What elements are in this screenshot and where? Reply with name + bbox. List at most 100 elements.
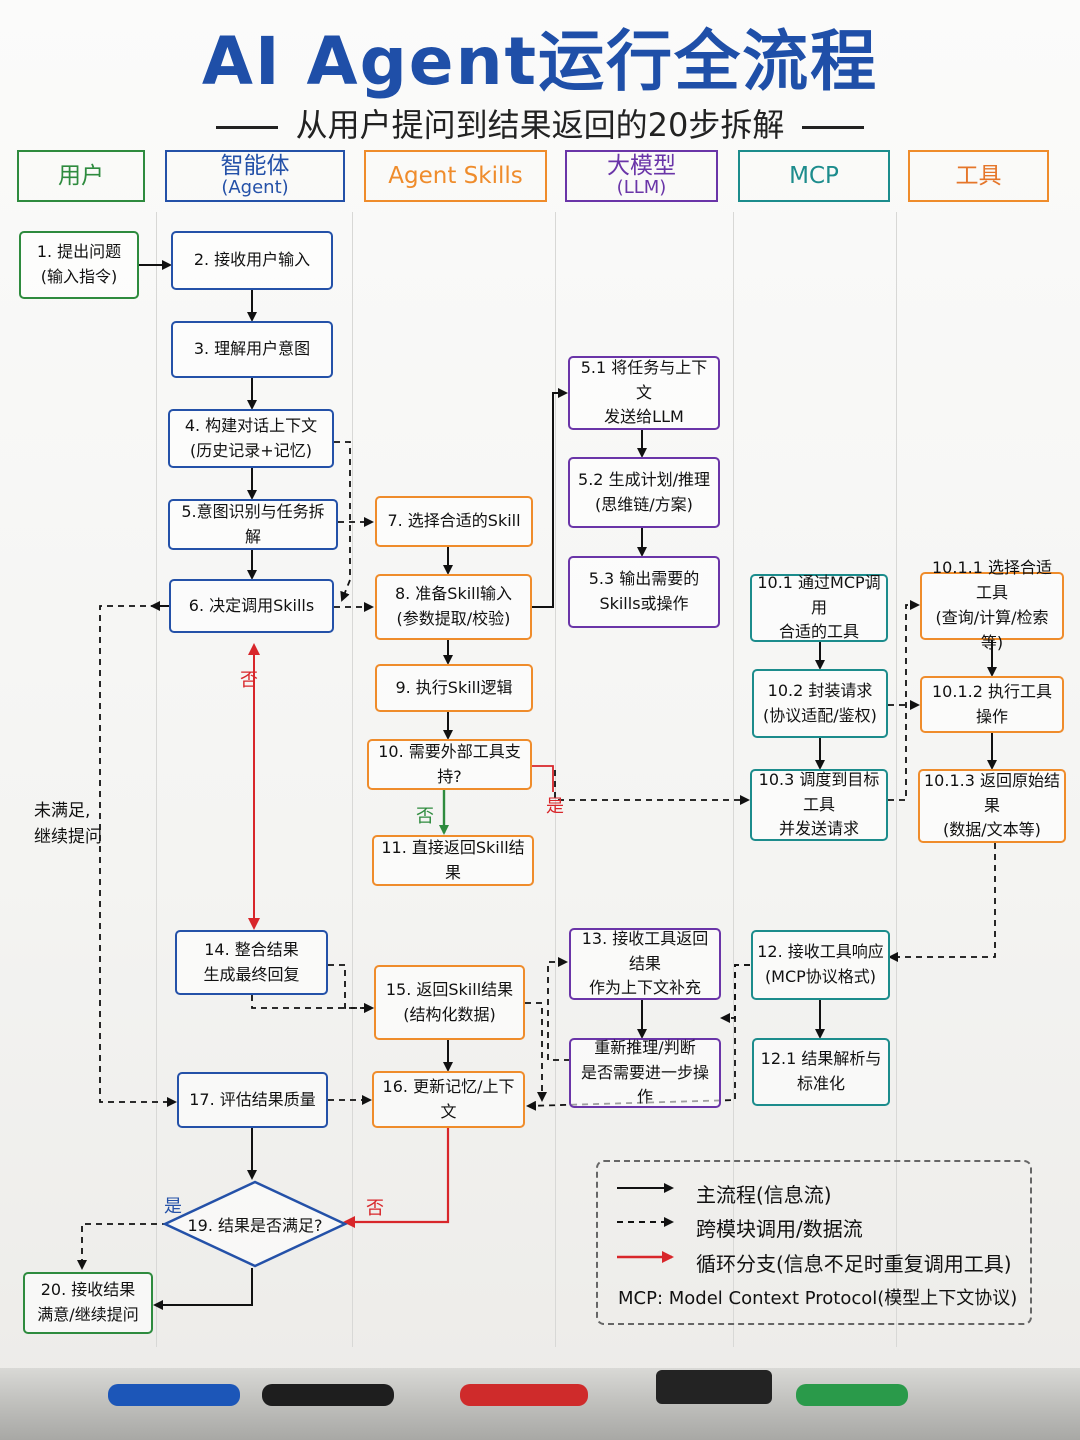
step-15-line1: 15. 返回Skill结果 — [385, 979, 514, 999]
decision-diamond-19 — [162, 1180, 348, 1268]
subtitle-dash-left — [215, 125, 278, 129]
subtitle-dash-right — [802, 125, 865, 129]
dashed-14-15b — [251, 995, 374, 1013]
step-14-box: 14. 整合结果生成最终回复 — [175, 930, 328, 995]
label-unsatisfied: 未满足, — [34, 801, 91, 821]
label-yes-19: 是 — [164, 1196, 182, 1217]
step-10-1-1-line2: (查询/计算/检索等) — [935, 608, 1049, 652]
dashed-19-20 — [77, 1223, 168, 1270]
step-12-1-line1: 12.1 结果解析与 — [760, 1049, 882, 1069]
lane-user-label: 用户 — [58, 162, 104, 189]
lane-tools-label: 工具 — [955, 162, 1002, 189]
page-subtitle: 从用户提问到结果返回的20步拆解 — [0, 100, 1080, 146]
dashed-1013-12 — [888, 843, 996, 962]
label-no-loop: 否 — [240, 670, 258, 691]
step-5-2-line1: 5.2 生成计划/推理 — [578, 469, 710, 489]
lane-llm: 大模型(LLM) — [565, 150, 718, 202]
step-5-3-line1: 5.3 输出需要的 — [588, 569, 700, 589]
step-10-3-line1: 10.3 调度到目标工具 — [758, 769, 880, 814]
lane-separator — [733, 212, 734, 1347]
legend-cross: 跨模块调用/数据流 — [696, 1217, 863, 1241]
step-5-3-line2: Skills或操作 — [599, 594, 689, 613]
legend-mcp-note: MCP: Model Context Protocol(模型上下文协议) — [618, 1288, 1018, 1309]
step-10-1-3-line2: (数据/文本等) — [943, 820, 1041, 840]
label-no-10: 否 — [416, 806, 434, 827]
step-10-3-line2: 并发送请求 — [778, 819, 859, 839]
step-6-box: 6. 决定调用Skills — [169, 579, 334, 633]
lane-agent-label: 智能体 — [220, 153, 290, 180]
lane-agent: 智能体(Agent) — [165, 150, 345, 202]
step-5-1-line1: 5.1 将任务与上下文 — [580, 357, 708, 402]
step-17-box: 17. 评估结果质量 — [177, 1072, 328, 1128]
step-2-line1: 2. 接收用户输入 — [193, 250, 311, 270]
step-12-line2: (MCP协议格式) — [764, 967, 877, 986]
blue-marker-icon — [108, 1384, 240, 1406]
dashed-15-16 — [525, 1002, 547, 1102]
step-7-line1: 7. 选择合适的Skill — [387, 511, 521, 531]
step-3-line1: 3. 理解用户意图 — [193, 339, 311, 359]
legend: 主流程(信息流) 跨模块调用/数据流 循环分支(信息不足时重复调用工具) MCP… — [596, 1160, 1032, 1325]
step-9-line1: 9. 执行Skill逻辑 — [395, 677, 513, 697]
marker-tray — [0, 1368, 1080, 1440]
step-10-1-3-box: 10.1.3 返回原始结果(数据/文本等) — [918, 769, 1066, 843]
branch-yes-10 — [532, 765, 554, 792]
step-13-box: 13. 接收工具返回结果作为上下文补充 — [569, 928, 721, 1000]
step-4-line1: 4. 构建对话上下文 — [184, 415, 318, 435]
step-11-box: 11. 直接返回Skill结果 — [372, 835, 534, 886]
step-20-box: 20. 接收结果满意/继续提问 — [23, 1272, 153, 1334]
label-no-19: 否 — [366, 1198, 384, 1219]
arrow-8-51 — [532, 388, 568, 608]
loop-arrow-16-19 — [343, 1128, 450, 1228]
step-3-box: 3. 理解用户意图 — [171, 321, 333, 378]
step-16-line1: 16. 更新记忆/上下文 — [382, 1076, 515, 1121]
lane-tools: 工具 — [908, 150, 1049, 202]
step-10-box: 10. 需要外部工具支持? — [367, 739, 532, 790]
step-5-line1: 5.意图识别与任务拆解 — [181, 501, 325, 546]
step-20-line2: 满意/继续提问 — [37, 1305, 139, 1324]
step-13b-line2: 是否需要进一步操作 — [580, 1062, 709, 1107]
step-10-1-2-line1: 10.1.2 执行工具操作 — [932, 681, 1052, 726]
step-12-line1: 12. 接收工具响应 — [757, 942, 884, 962]
lane-mcp: MCP — [738, 150, 890, 202]
step-14-line1: 14. 整合结果 — [204, 939, 299, 959]
step-15-box: 15. 返回Skill结果 (结构化数据) — [374, 965, 525, 1040]
step-10-1-box: 10.1 通过MCP调用合适的工具 — [750, 572, 888, 642]
step-8-box: 8. 准备Skill输入 (参数提取/校验) — [375, 574, 532, 640]
dashed-14-15 — [328, 964, 374, 1013]
lane-agent-sub: (Agent) — [221, 176, 289, 198]
lane-separator — [156, 212, 157, 1347]
step-10-2-box: 10.2 封装请求(协议适配/鉴权) — [752, 669, 888, 738]
step-6-line1: 6. 决定调用Skills — [188, 595, 315, 615]
step-12-1-box: 12.1 结果解析与标准化 — [752, 1038, 890, 1106]
legend-main: 主流程(信息流) — [696, 1183, 832, 1207]
step-5-2-box: 5.2 生成计划/推理 (思维链/方案) — [568, 457, 720, 528]
step-15-line2: (结构化数据) — [403, 1004, 496, 1024]
step-4-box: 4. 构建对话上下文(历史记录+记忆) — [168, 409, 334, 468]
step-5-3-box: 5.3 输出需要的 Skills或操作 — [568, 556, 720, 628]
label-unsatisfied-2: 继续提问 — [34, 827, 102, 847]
step-5-2-line2: (思维链/方案) — [595, 494, 693, 514]
step-10-1-line1: 10.1 通过MCP调用 — [757, 572, 881, 617]
step-2-box: 2. 接收用户输入 — [171, 231, 333, 290]
red-marker-icon — [460, 1384, 588, 1406]
step-5-box: 5.意图识别与任务拆解 — [168, 499, 338, 550]
step-10-1-2-box: 10.1.2 执行工具操作 — [920, 676, 1064, 733]
dashed-10-103 — [554, 770, 750, 805]
label-yes-10: 是 — [546, 796, 564, 817]
step-1-line2: (输入指令) — [40, 267, 118, 286]
step-20-line1: 20. 接收结果 — [40, 1280, 136, 1300]
green-marker-icon — [796, 1384, 908, 1406]
step-8-line1: 8. 准备Skill输入 — [394, 584, 513, 604]
dashed-13b-13 — [547, 957, 570, 1061]
lane-skills: Agent Skills — [364, 150, 547, 202]
step-8-line2: (参数提取/校验) — [396, 609, 511, 628]
step-17-line1: 17. 评估结果质量 — [189, 1089, 316, 1109]
black-marker-icon — [262, 1384, 394, 1406]
step-11-line1: 11. 直接返回Skill结果 — [381, 837, 525, 882]
step-12-box: 12. 接收工具响应 (MCP协议格式) — [751, 930, 890, 1000]
step-7-box: 7. 选择合适的Skill — [375, 496, 533, 547]
step-19-label: 19. 结果是否满足? — [187, 1216, 323, 1235]
page-title: AI Agent运行全流程 — [201, 23, 879, 100]
step-5-1-line2: 发送给LLM — [604, 407, 684, 427]
